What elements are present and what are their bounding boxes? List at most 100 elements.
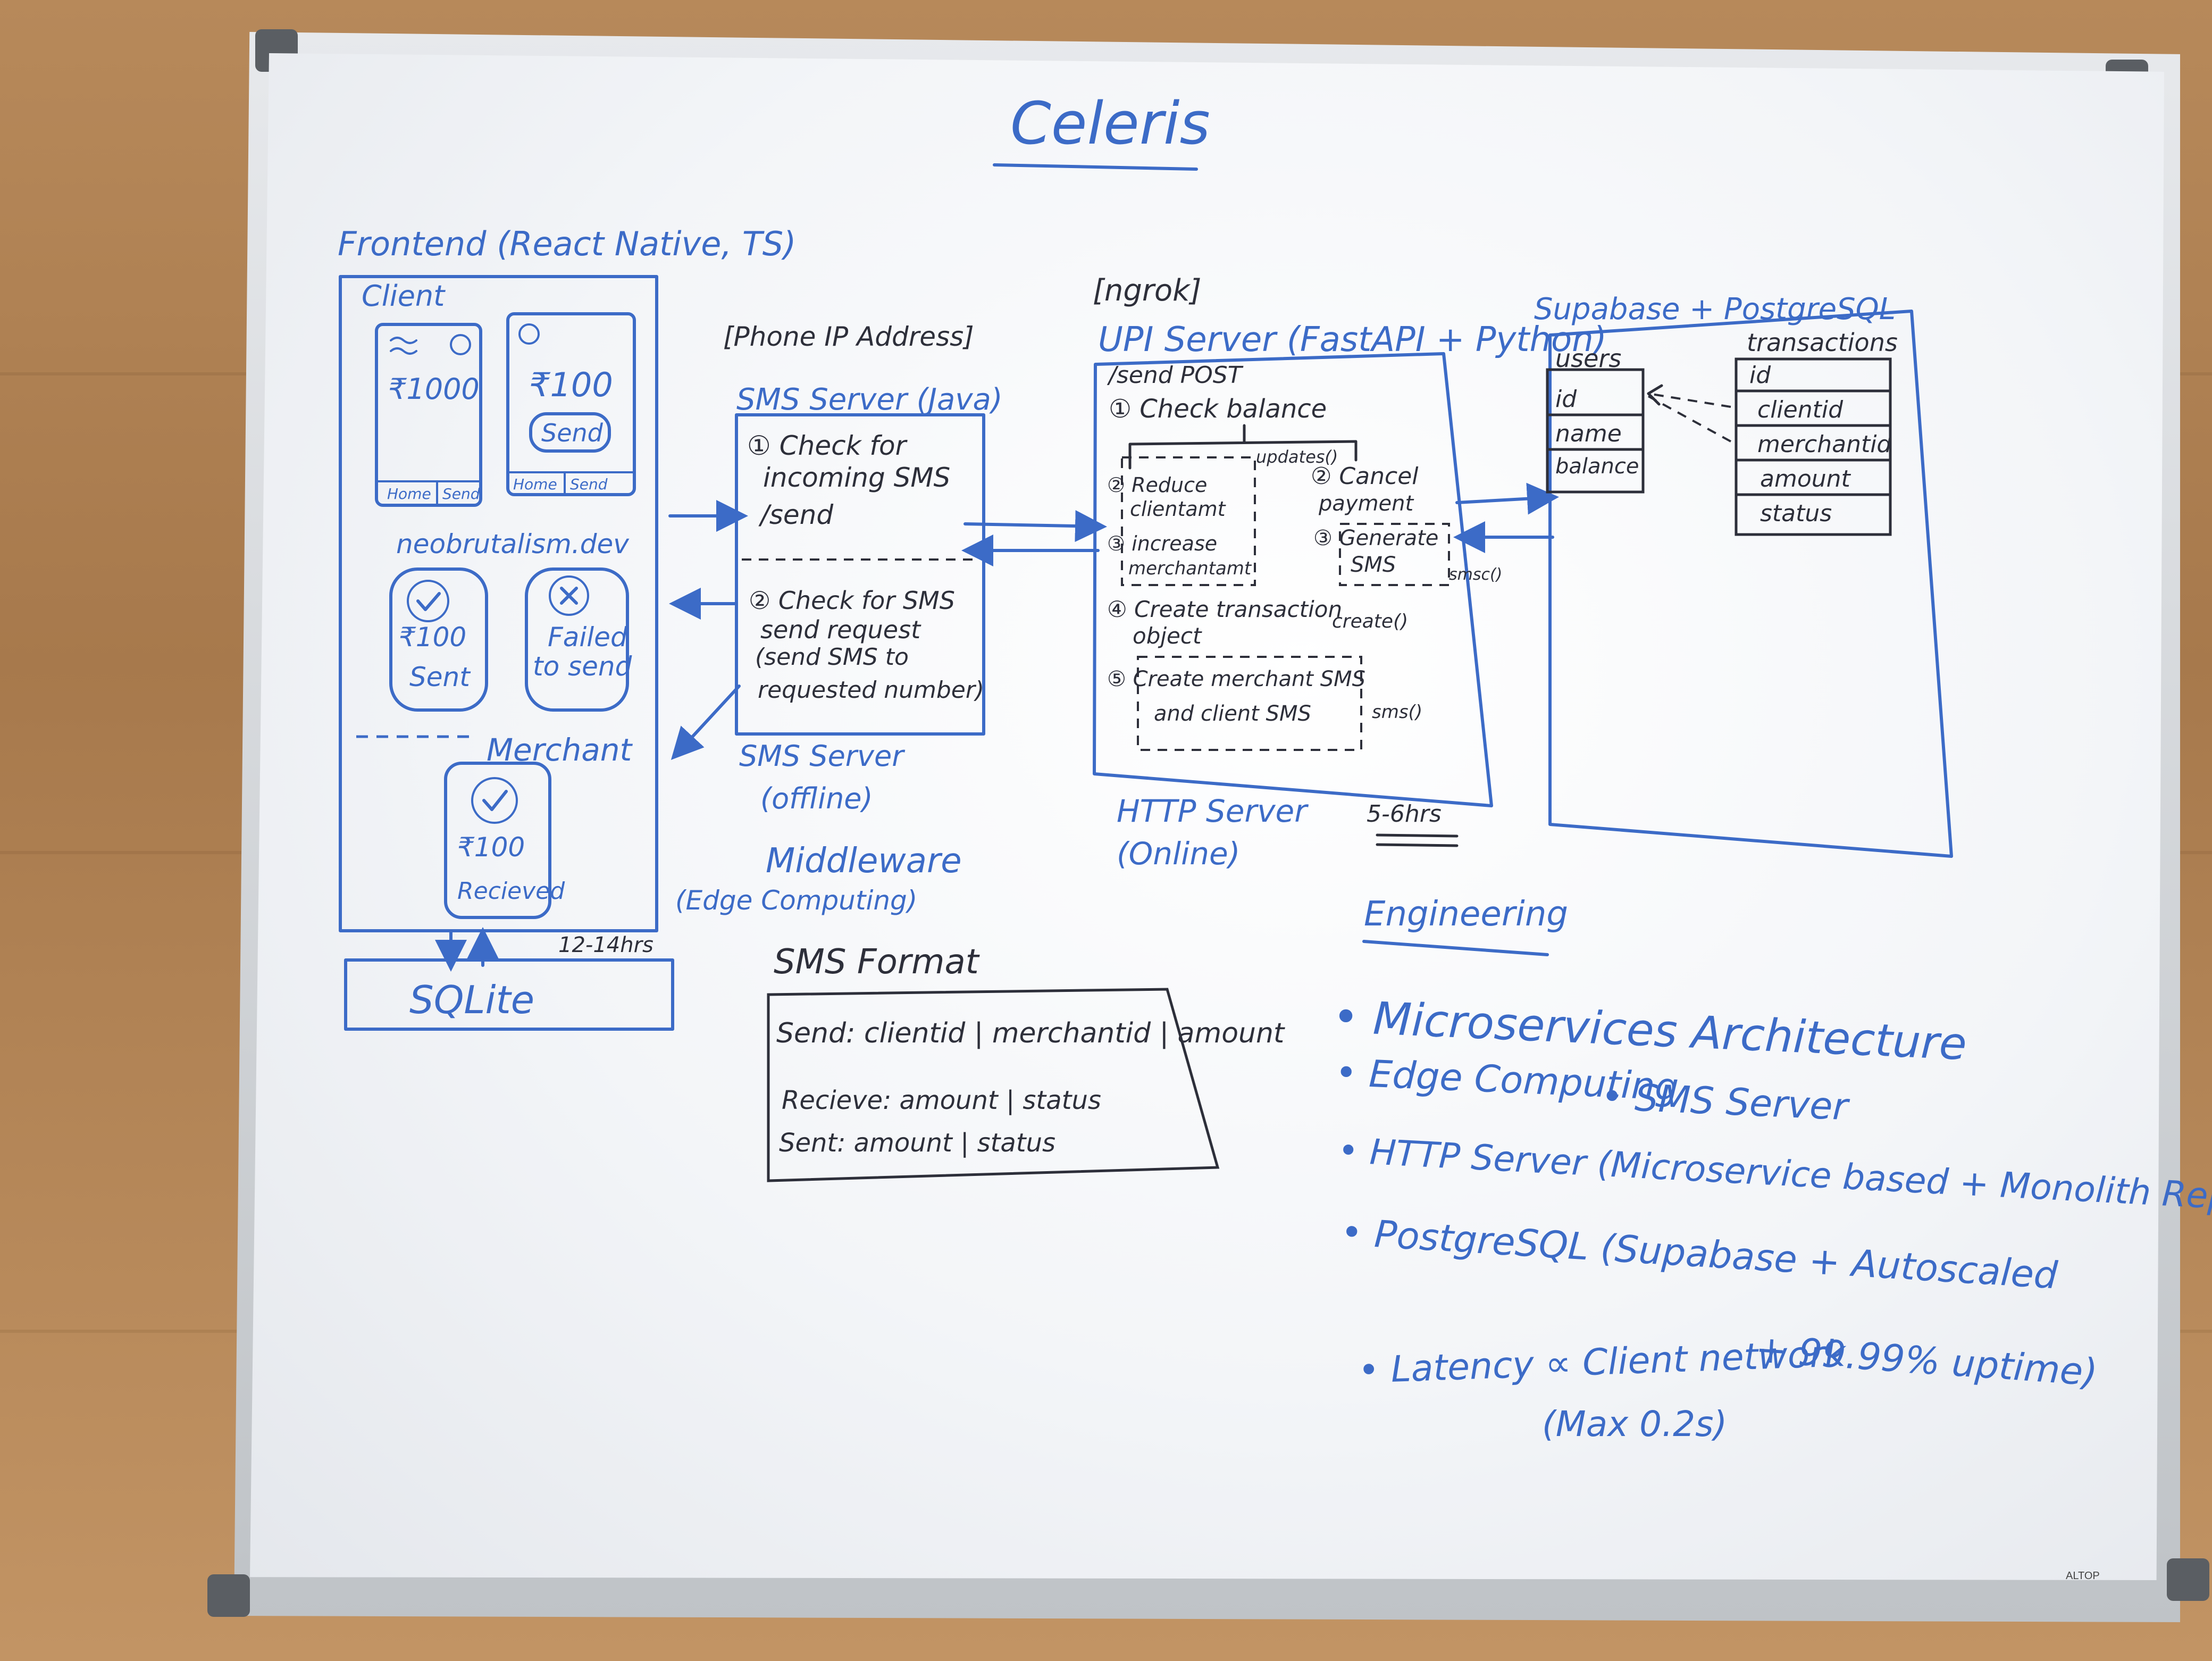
arrow-sms-to-merchant — [671, 685, 741, 760]
title-underline — [993, 163, 1198, 171]
create-sms-step: and client SMS — [1154, 702, 1311, 726]
upi-server-box — [1093, 352, 1493, 807]
phone-send-screen — [506, 312, 636, 496]
transactions-field: clientid — [1757, 396, 1844, 423]
sms-step-2: send request — [760, 615, 921, 644]
tab-send: Send — [442, 485, 480, 503]
sms-step-1: /send — [758, 499, 833, 530]
fk-relation — [1648, 393, 1731, 443]
generate-sms-step: ③ Generate — [1313, 526, 1438, 550]
transactions-field: merchantid — [1757, 431, 1892, 458]
users-table-title: users — [1555, 344, 1621, 373]
sms-format-recieve: Recieve: amount | status — [782, 1086, 1101, 1115]
wave-icon — [390, 337, 417, 355]
generate-sms-step: SMS — [1351, 553, 1396, 577]
tab-home: Home — [513, 475, 557, 493]
sms-format-sent: Sent: amount | status — [779, 1128, 1055, 1158]
sms-format-heading: SMS Format — [774, 942, 981, 982]
time-underline — [1376, 833, 1459, 847]
create-transaction-step: object — [1133, 623, 1202, 649]
sent-label: Sent — [409, 662, 471, 692]
fk-arrowhead — [1647, 384, 1663, 406]
branch-connector — [1128, 424, 1358, 470]
received-card — [444, 762, 551, 919]
engineering-heading: Engineering — [1364, 895, 1568, 934]
sms-offline-label: SMS Server — [739, 739, 905, 773]
http-server-label: HTTP Server — [1117, 793, 1309, 829]
received-label: Recieved — [457, 878, 565, 905]
transactions-field: id — [1749, 362, 1771, 389]
check-icon — [407, 580, 449, 622]
engineering-item: • SMS Server — [1600, 1074, 1851, 1129]
frame-corner — [2167, 1558, 2209, 1601]
sent-card — [389, 567, 488, 712]
reduce-step: ② Reduce — [1107, 473, 1207, 497]
upi-server-heading: UPI Server (FastAPI + Python) — [1098, 320, 1607, 360]
sms-step-2: ② Check for SMS — [749, 586, 955, 615]
transactions-field: amount — [1760, 465, 1851, 493]
create-transaction-step: ④ Create transaction — [1107, 596, 1342, 622]
ui-library-domain: neobrutalism.dev — [396, 529, 630, 560]
middleware-label: Middleware — [766, 841, 962, 881]
cancel-step: ② Cancel — [1311, 463, 1419, 490]
sms-step-2: requested number) — [758, 677, 984, 704]
failed-label: Failed — [548, 622, 627, 653]
whiteboard-surface — [250, 53, 2164, 1580]
sms-fn: sms() — [1372, 702, 1422, 723]
users-field: name — [1555, 420, 1622, 447]
check-icon — [471, 777, 518, 824]
sms-step-2: (send SMS to — [755, 644, 909, 671]
phone-home-screen — [375, 323, 482, 507]
frontend-heading: Frontend (React Native, TS) — [338, 224, 796, 263]
cross-icon — [549, 575, 589, 616]
create-sms-box — [1137, 656, 1362, 751]
frame-corner — [207, 1574, 250, 1617]
transactions-table — [1735, 357, 1892, 536]
sqlite-label: SQLite — [409, 978, 534, 1022]
success-branch-box — [1121, 456, 1256, 586]
engineering-item: + 99.99% uptime) — [1754, 1327, 2099, 1395]
arrow-sms-to-upi — [963, 510, 1107, 542]
engineering-item: (Max 0.2s) — [1542, 1404, 1727, 1445]
cross-mark — [560, 587, 578, 605]
http-server-label: (Online) — [1117, 836, 1240, 872]
received-amount: ₹100 — [457, 832, 525, 863]
increase-step: ③ increase — [1107, 532, 1217, 555]
tab-home: Home — [387, 485, 431, 503]
reduce-step: clientamt — [1130, 497, 1227, 521]
upi-step-1: ① Check balance — [1109, 394, 1327, 424]
increase-step: merchantamt — [1128, 558, 1252, 579]
transactions-table-title: transactions — [1747, 328, 1898, 357]
db-box — [1548, 310, 1953, 858]
engineering-item: • HTTP Server (Microservice based + Mono… — [1337, 1130, 2212, 1219]
diagram-title: Celeris — [1010, 89, 1210, 157]
phone-ip-note: [Phone IP Address] — [723, 321, 974, 352]
check-mark — [416, 592, 441, 611]
users-table — [1546, 368, 1645, 494]
check-mark — [482, 790, 508, 811]
phone-balance: ₹1000 — [388, 372, 480, 406]
sqlite-box — [344, 958, 674, 1031]
users-field: balance — [1555, 454, 1639, 479]
db-heading: Supabase + PostgreSQL — [1534, 292, 1896, 327]
generate-sms-box — [1339, 523, 1450, 586]
create-sms-step: ⑤ Create merchant SMS — [1107, 667, 1365, 691]
arrow-upi-to-db — [1455, 482, 1559, 515]
upi-time-estimate: 5-6hrs — [1367, 800, 1442, 828]
failed-card — [525, 567, 629, 712]
frontend-time-estimate: 12-14hrs — [558, 933, 653, 957]
sms-step-1: ① Check for — [747, 430, 908, 461]
sms-offline-label: (offline) — [760, 782, 873, 815]
create-fn: create() — [1332, 611, 1408, 632]
failed-label: to send — [533, 651, 632, 682]
sms-format-box — [767, 988, 1220, 1182]
sms-server-heading: SMS Server (Java) — [736, 382, 1003, 417]
upi-endpoint: /send POST — [1107, 362, 1244, 389]
sms-server-box — [735, 413, 985, 736]
send-button-label: Send — [541, 419, 604, 447]
sent-amount: ₹100 — [399, 622, 466, 653]
cancel-step: payment — [1318, 491, 1414, 516]
smsc-fn: smsc() — [1449, 565, 1502, 584]
send-amount: ₹100 — [529, 365, 613, 404]
